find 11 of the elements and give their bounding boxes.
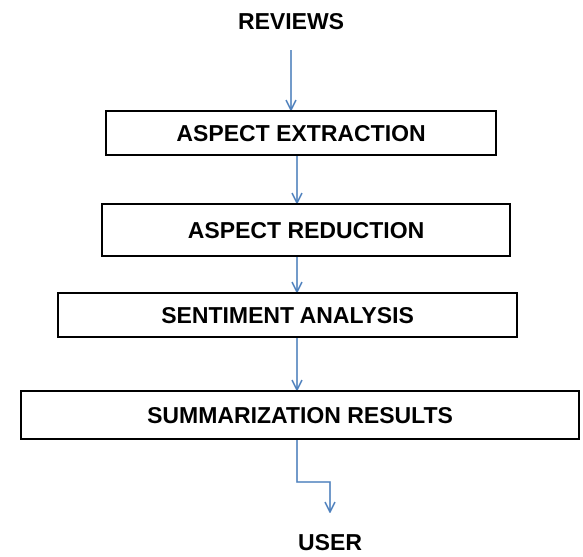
arrow bbox=[291, 156, 303, 204]
flow-label: USER bbox=[298, 528, 362, 556]
arrow bbox=[285, 50, 297, 111]
process-box: ASPECT REDUCTION bbox=[101, 203, 511, 257]
arrow bbox=[291, 257, 303, 293]
process-box: ASPECT EXTRACTION bbox=[105, 110, 497, 156]
process-box: SENTIMENT ANALYSIS bbox=[57, 292, 518, 338]
process-box: SUMMARIZATION RESULTS bbox=[20, 390, 580, 440]
flow-label: REVIEWS bbox=[238, 8, 344, 34]
arrow bbox=[291, 338, 303, 391]
arrow bbox=[296, 440, 336, 513]
